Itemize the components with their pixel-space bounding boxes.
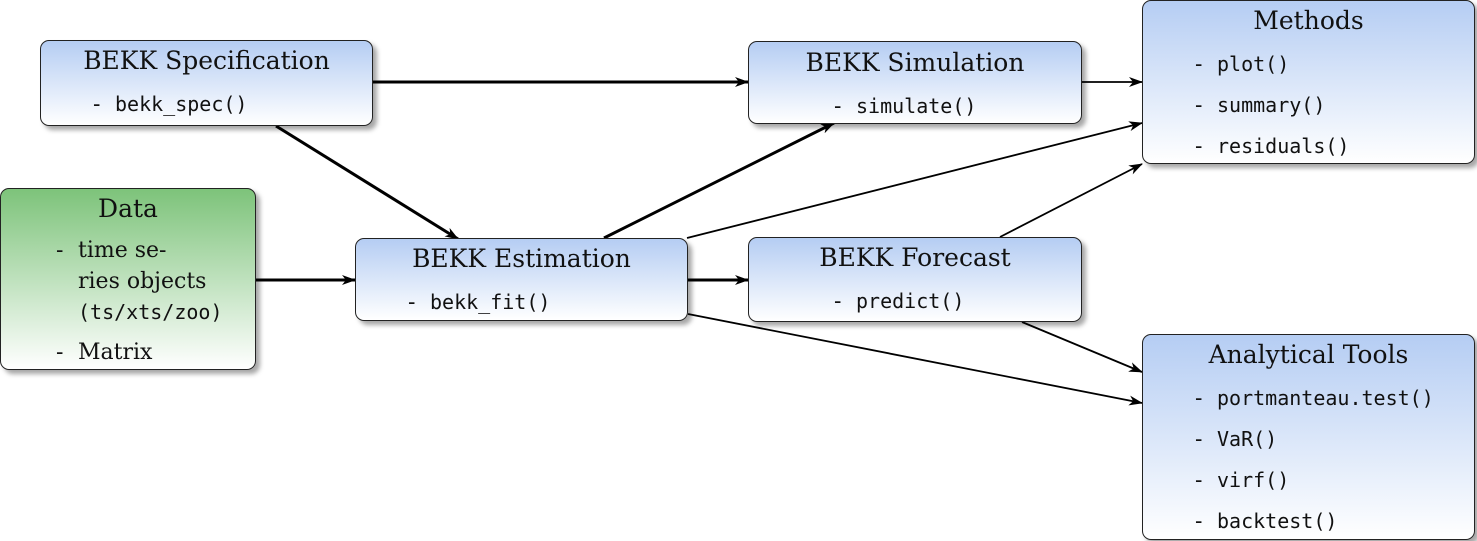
function-name: bekk_spec() xyxy=(115,92,248,116)
node-title: BEKK Simulation xyxy=(805,48,1025,77)
bekk-simulation-node: BEKK Simulation -simulate() xyxy=(748,41,1082,124)
edge-estimation-simulation xyxy=(603,121,835,240)
list-item: -residuals() xyxy=(1195,134,1349,159)
bullet: - xyxy=(1195,468,1203,493)
function-name: summary() xyxy=(1217,93,1326,117)
item-text-continued: (ts/xts/zoo) xyxy=(78,300,223,324)
list-item: -summary() xyxy=(1195,93,1325,118)
node-title: BEKK Forecast xyxy=(819,243,1011,272)
list-item: -predict() xyxy=(834,289,964,314)
bullet: - xyxy=(1195,134,1203,159)
function-name: simulate() xyxy=(856,94,977,118)
bekk-estimation-node: BEKK Estimation -bekk_fit() xyxy=(355,238,688,321)
list-item: -VaR() xyxy=(1195,427,1277,452)
bekk-forecast-node: BEKK Forecast -predict() xyxy=(748,237,1082,322)
item-text: time se- xyxy=(78,238,167,263)
bullet: - xyxy=(408,290,416,315)
list-item: -virf() xyxy=(1195,468,1289,493)
bullet: - xyxy=(1195,52,1203,77)
analytical-tools-node: Analytical Tools -portmanteau.test() -Va… xyxy=(1142,334,1475,540)
node-title: Analytical Tools xyxy=(1208,340,1409,369)
function-name: VaR() xyxy=(1217,427,1278,451)
list-item: -bekk_spec() xyxy=(93,92,247,117)
edge-estimation-methods xyxy=(686,121,1143,239)
function-name: plot() xyxy=(1217,52,1290,76)
list-item: -time se- xyxy=(56,238,167,263)
bullet: - xyxy=(56,340,64,365)
list-item: -backtest() xyxy=(1195,509,1337,534)
function-name: predict() xyxy=(856,289,965,313)
edge-forecast-tools xyxy=(1021,321,1143,373)
bullet: - xyxy=(1195,386,1203,411)
bullet: - xyxy=(834,94,842,119)
bullet: - xyxy=(56,238,64,263)
methods-node: Methods -plot() -summary() -residuals() xyxy=(1142,0,1475,164)
function-name: bekk_fit() xyxy=(430,290,551,314)
edge-estimation-tools xyxy=(687,313,1143,406)
data-node: Data -time se- ries objects (ts/xts/zoo)… xyxy=(0,188,256,370)
list-item: -bekk_fit() xyxy=(408,290,550,315)
function-name: backtest() xyxy=(1217,509,1338,533)
list-item: -portmanteau.test() xyxy=(1195,386,1434,411)
list-item: -plot() xyxy=(1195,52,1289,77)
node-title: BEKK Specification xyxy=(83,46,330,75)
edge-spec-estimation xyxy=(275,124,459,241)
list-item: -Matrix xyxy=(56,340,152,365)
function-name: virf() xyxy=(1217,468,1290,492)
node-title: Methods xyxy=(1253,6,1364,35)
bullet: - xyxy=(1195,93,1203,118)
bekk-specification-node: BEKK Specification -bekk_spec() xyxy=(40,40,373,126)
node-title: BEKK Estimation xyxy=(412,244,631,273)
bullet: - xyxy=(93,92,101,117)
bullet: - xyxy=(834,289,842,314)
function-name: portmanteau.test() xyxy=(1217,386,1434,410)
edge-forecast-methods xyxy=(999,163,1143,238)
item-text: Matrix xyxy=(78,340,153,365)
function-name: residuals() xyxy=(1217,134,1350,158)
bullet: - xyxy=(1195,509,1203,534)
bullet: - xyxy=(1195,427,1203,452)
item-text-continued: ries objects xyxy=(78,269,207,294)
item-text: (ts/xts/zoo) xyxy=(78,300,223,324)
node-title: Data xyxy=(98,194,158,223)
list-item: -simulate() xyxy=(834,94,976,119)
